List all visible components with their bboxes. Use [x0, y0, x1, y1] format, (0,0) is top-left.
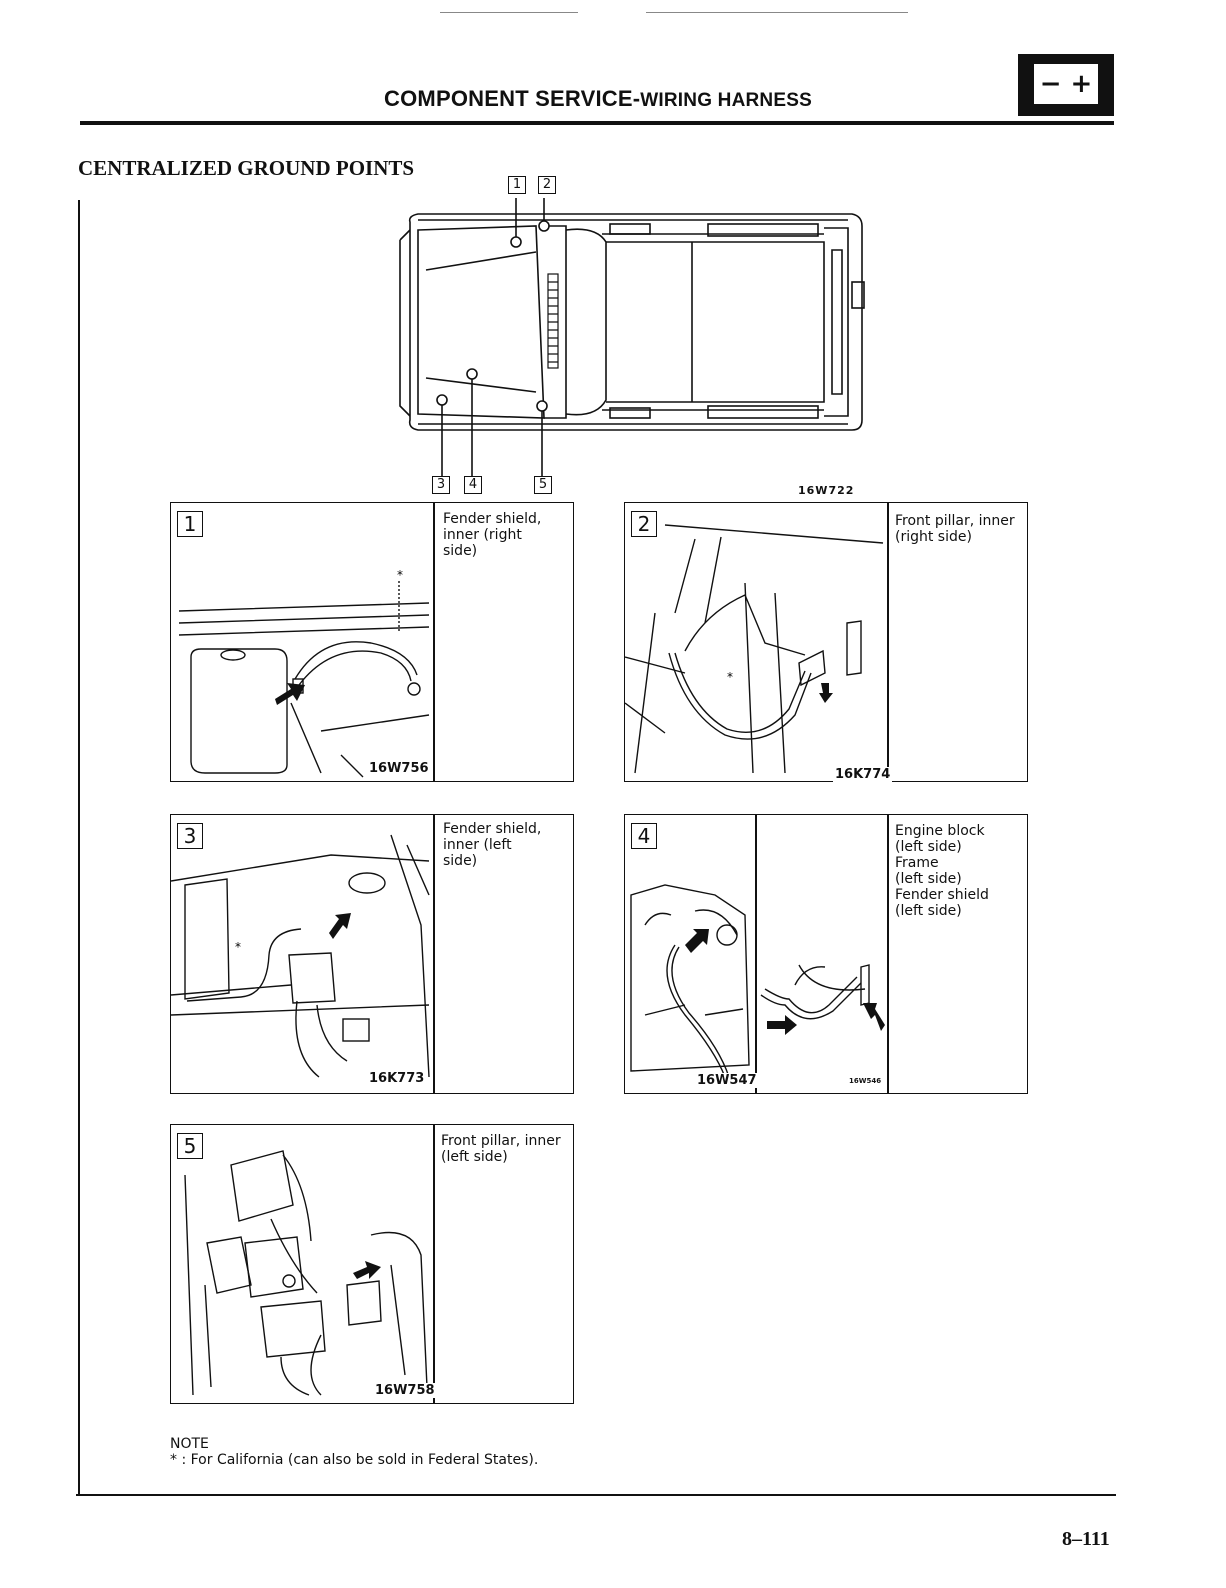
front-pillar-right-illustration: * [625, 524, 884, 774]
note-label: NOTE [170, 1436, 209, 1452]
arrow-icon [353, 1261, 381, 1279]
figure-code: 16W758 [373, 1383, 437, 1398]
overview-figure-ref: 16W722 [798, 484, 855, 497]
arrow-icon [329, 913, 351, 939]
arrow-icon [819, 683, 833, 703]
overview-callout-2: 2 [538, 176, 556, 194]
page-number: 8–111 [1062, 1528, 1110, 1550]
panel-description: Front pillar, inner (left side) [441, 1133, 561, 1165]
fender-shield-right-illustration: * [178, 568, 430, 778]
panel-divider [433, 1125, 435, 1403]
svg-text:*: * [727, 670, 733, 684]
panel-number: 5 [177, 1133, 203, 1159]
arrow-icon [685, 929, 709, 953]
vehicle-outline [399, 198, 865, 476]
vehicle-top-view-diagram: 1 2 3 4 5 [396, 170, 876, 500]
overview-callout-4: 4 [464, 476, 482, 494]
panel-divider-inner [755, 815, 757, 1093]
overview-callout-1: 1 [508, 176, 526, 194]
footer-rule [76, 1494, 1116, 1496]
panel-description: Fender shield, inner (left side) [443, 821, 542, 869]
svg-text:*: * [397, 568, 403, 582]
panel-number: 3 [177, 823, 203, 849]
page-title: COMPONENT SERVICE-WIRING HARNESS [384, 86, 812, 111]
top-rule-left [440, 12, 578, 13]
panel-number: 4 [631, 823, 657, 849]
figure-code: 16K773 [367, 1071, 427, 1086]
panel-description: Fender shield, inner (right side) [443, 511, 542, 559]
svg-text:*: * [235, 940, 241, 954]
overview-callout-3: 3 [432, 476, 450, 494]
ground-point-panel-5: 5 Front pillar, inner (left side) 16W758 [170, 1124, 574, 1404]
figure-code-frame: 16W546 [847, 1077, 884, 1085]
figure-code: 16K774 [833, 767, 893, 782]
figure-code-engine: 16W547 [695, 1073, 759, 1088]
note-block: NOTE * : For California (can also be sol… [170, 1436, 538, 1468]
arrow-icon [275, 683, 305, 705]
panel-divider [887, 815, 889, 1093]
panel-divider [433, 503, 435, 781]
figure-code: 16W756 [367, 761, 431, 776]
battery-symbol: − + [1034, 64, 1098, 104]
ground-point-panel-3: 3 Fender shield, inner (left side) * 16K… [170, 814, 574, 1094]
panel-number: 2 [631, 511, 657, 537]
section-title: CENTRALIZED GROUND POINTS [78, 156, 415, 180]
panel-divider [433, 815, 435, 1093]
panel-number: 1 [177, 511, 203, 537]
panel-divider [887, 503, 889, 781]
battery-icon: − + [1018, 54, 1114, 116]
fender-shield-left-illustration: * [171, 834, 430, 1078]
arrow-icon [767, 1015, 797, 1035]
front-pillar-left-illustration [184, 1150, 428, 1396]
note-text: * : For California (can also be sold in … [170, 1452, 539, 1468]
ground-point-panel-4: 4 Engine block (left side) Frame (left s… [624, 814, 1028, 1094]
panel-description: Front pillar, inner (right side) [895, 513, 1015, 545]
engine-block-frame-illustration [630, 884, 885, 1078]
arrow-icon [863, 1003, 885, 1031]
panel-description: Engine block (left side) Frame (left sid… [895, 823, 989, 919]
ground-point-panel-1: 1 Fender shield, inner (right side) * 16… [170, 502, 574, 782]
ground-point-panel-2: 2 Front pillar, inner (right side) * 16K… [624, 502, 1028, 782]
header-rule [80, 121, 1114, 125]
left-margin-rule [78, 200, 80, 1496]
overview-callout-5: 5 [534, 476, 552, 494]
top-rule-right [646, 12, 908, 13]
